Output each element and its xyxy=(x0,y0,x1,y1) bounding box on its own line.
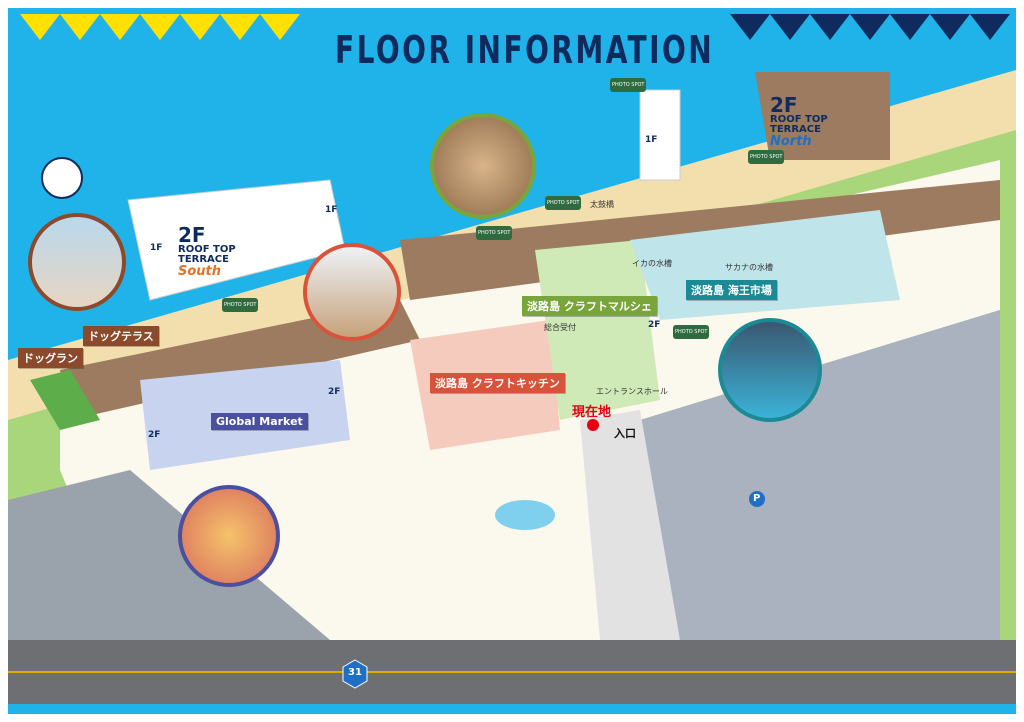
terrace-name: ROOF TOP xyxy=(770,114,828,125)
page-title: FLOOR INFORMATION xyxy=(335,28,715,72)
label-kaiou-market[interactable]: 淡路島 海王市場 xyxy=(686,280,777,300)
terrace-name: TERRACE xyxy=(178,254,229,265)
road-side xyxy=(8,470,330,640)
reception-label: 総合受付 xyxy=(544,323,576,332)
photo-dog-terrace xyxy=(28,213,126,311)
photo-spot-icon: PHOTO SPOT xyxy=(476,226,513,240)
photo-spot-icon: PHOTO SPOT xyxy=(545,196,582,210)
fish-tank-label: サカナの水槽 xyxy=(725,263,773,272)
stair-2f-global: 2F xyxy=(148,430,161,440)
terrace-name: TERRACE xyxy=(770,124,821,135)
label-dog-run[interactable]: ドッグラン xyxy=(18,348,83,368)
taiko-bridge-label: 太鼓橋 xyxy=(590,200,614,209)
floor-label: 2F xyxy=(178,223,206,247)
current-location-marker xyxy=(587,419,599,431)
label-craft-marche[interactable]: 淡路島 クラフトマルシェ xyxy=(522,296,657,316)
stair-2f-market: 2F xyxy=(328,387,341,397)
stair-1f-south-east: 1F xyxy=(325,205,338,215)
entrance-hall-label: エントランスホール xyxy=(596,387,668,396)
bunting-right xyxy=(710,14,1010,40)
photo-spot-icon: PHOTO SPOT xyxy=(748,150,785,164)
terrace-sub: North xyxy=(770,134,812,149)
north-walkway xyxy=(639,89,681,181)
roof-top-terrace-north[interactable]: 2F ROOF TOP TERRACE North xyxy=(770,95,828,148)
fountain xyxy=(495,500,555,530)
photo-spot-icon: PHOTO SPOT xyxy=(610,78,647,92)
photo-spot-icon: PHOTO SPOT xyxy=(673,325,710,339)
photo-craft-kitchen xyxy=(303,243,401,341)
photo-kaiou-market xyxy=(718,318,822,422)
stair-1f-south: 1F xyxy=(150,243,163,253)
terrace-sub: South xyxy=(178,264,222,279)
compass-icon xyxy=(41,157,83,199)
bunting-left xyxy=(20,14,300,40)
parking-label: P xyxy=(753,493,761,504)
stair-2f-kaiou: 2F xyxy=(648,320,661,330)
roof-top-terrace-south[interactable]: 2F ROOF TOP TERRACE South xyxy=(178,225,236,278)
route-number: 31 xyxy=(348,667,362,678)
squid-tank-label: イカの水槽 xyxy=(632,259,672,268)
entrance-label: 入口 xyxy=(614,427,636,440)
current-location-label: 現在地 xyxy=(572,405,612,420)
photo-global-market xyxy=(178,485,280,587)
label-dog-terrace[interactable]: ドッグテラス xyxy=(83,326,159,346)
entrance-path xyxy=(580,410,680,640)
floor-label: 2F xyxy=(770,93,798,117)
stair-1f-north: 1F xyxy=(645,135,658,145)
label-craft-kitchen[interactable]: 淡路島 クラフトキッチン xyxy=(430,373,565,393)
label-global-market[interactable]: Global Market xyxy=(211,413,308,430)
photo-craft-marche xyxy=(430,113,536,219)
north-terrace-deck xyxy=(755,72,890,160)
parking-icon xyxy=(749,491,765,507)
dog-run-grass xyxy=(30,370,100,430)
craft-marche-area xyxy=(535,240,660,420)
terrace-name: ROOF TOP xyxy=(178,244,236,255)
route-31-sign xyxy=(342,659,368,689)
photo-spot-icon: PHOTO SPOT xyxy=(222,298,259,312)
